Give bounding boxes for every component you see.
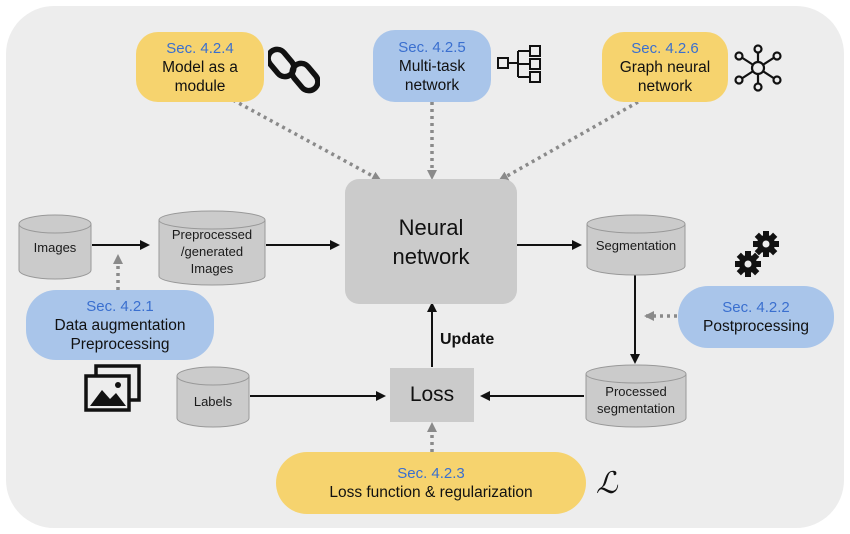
cylinder-shape <box>176 366 250 428</box>
module-multi-task-line2: network <box>404 76 460 94</box>
module-data-augmentation: Sec. 4.2.1 Data augmentation Preprocessi… <box>26 290 214 360</box>
node-neural-network: Neural network <box>345 179 517 304</box>
arrow-graphnn-to-nn <box>498 100 639 182</box>
processed-line2: segmentation <box>596 401 676 416</box>
module-multi-task: Sec. 4.2.5 Multi-task network <box>373 30 491 102</box>
module-model-as-module-line1: Model as a <box>162 58 238 76</box>
module-graph-nn-line1: Graph neural <box>619 58 711 76</box>
module-loss-function: Sec. 4.2.3 Loss function & regularizatio… <box>276 452 586 514</box>
module-data-aug-line2: Preprocessing <box>70 335 170 353</box>
neural-network-line2: network <box>392 243 470 269</box>
preprocessed-line1: Preprocessed <box>171 226 253 242</box>
segmentation-label: Segmentation <box>595 237 677 253</box>
node-images: Images <box>18 214 92 280</box>
node-processed-segmentation: Processed segmentation <box>585 364 687 428</box>
module-model-as-module: Sec. 4.2.4 Model as a module <box>136 32 264 102</box>
gears-icon <box>735 231 779 277</box>
loss-symbol-icon: ℒ <box>596 466 618 501</box>
module-data-aug-line1: Data augmentation <box>54 316 186 334</box>
node-loss: Loss <box>390 368 474 422</box>
module-data-aug-section: Sec. 4.2.1 <box>86 297 154 315</box>
module-multi-task-section: Sec. 4.2.5 <box>398 38 466 56</box>
update-label: Update <box>440 331 495 348</box>
network-graph-icon <box>734 44 782 92</box>
node-preprocessed-images: Preprocessed /generated Images <box>158 210 266 286</box>
chain-link-icon <box>268 46 320 94</box>
module-postprocessing-line1: Postprocessing <box>703 318 809 335</box>
node-labels: Labels <box>176 366 250 428</box>
module-loss-function-line1: Loss function & regularization <box>329 484 533 501</box>
module-graph-nn: Sec. 4.2.6 Graph neural network <box>602 32 728 102</box>
processed-line1: Processed <box>605 384 667 399</box>
module-graph-nn-line2: network <box>637 77 693 95</box>
cylinder-shape <box>586 214 686 276</box>
images-label: Images <box>33 239 77 255</box>
module-model-as-module-line2: module <box>174 77 226 95</box>
cylinder-shape <box>18 214 92 280</box>
preprocessed-line3: Images <box>190 260 234 276</box>
cylinder-shape <box>158 210 266 286</box>
module-graph-nn-section: Sec. 4.2.6 <box>631 39 699 57</box>
preprocessed-line2: /generated <box>180 243 244 259</box>
images-stack-icon <box>84 364 141 412</box>
node-segmentation: Segmentation <box>586 214 686 276</box>
module-multi-task-line1: Multi-task <box>398 57 466 75</box>
labels-label: Labels <box>193 393 233 409</box>
module-loss-function-section: Sec. 4.2.3 <box>397 465 465 482</box>
module-postprocessing-section: Sec. 4.2.2 <box>722 299 790 316</box>
module-model-as-module-section: Sec. 4.2.4 <box>166 39 234 57</box>
module-postprocessing: Sec. 4.2.2 Postprocessing <box>678 286 834 348</box>
cylinder-shape <box>585 364 687 428</box>
loss-label: Loss <box>409 383 455 406</box>
neural-network-line1: Neural <box>398 214 464 240</box>
tree-branch-icon <box>497 45 541 83</box>
